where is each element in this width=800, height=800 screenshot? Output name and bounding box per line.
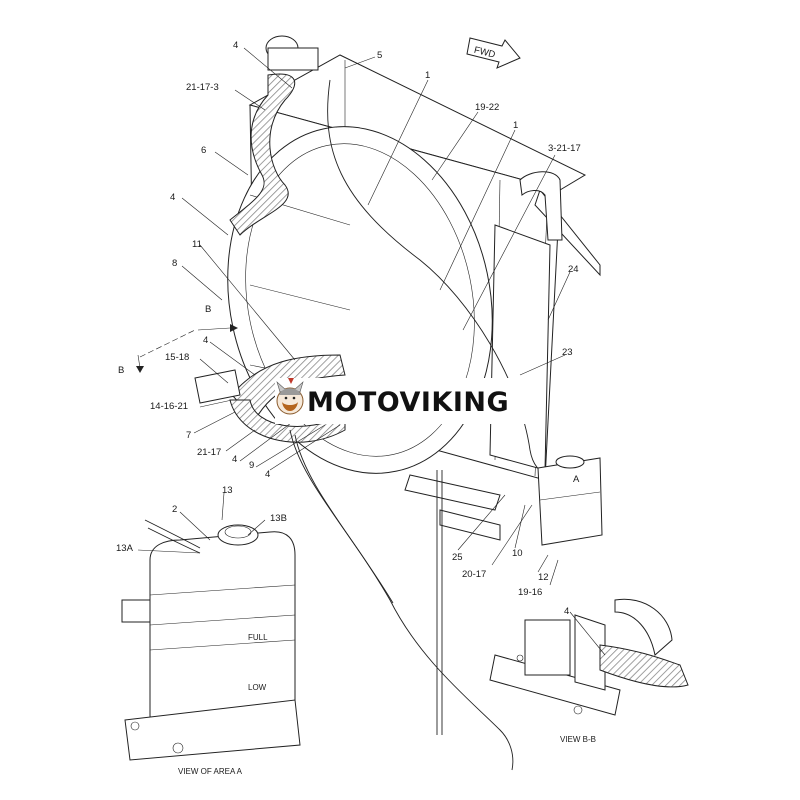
callout-label: 23: [562, 347, 573, 358]
tank-detail-view: FULL LOW: [121, 519, 301, 761]
callout-label: 12: [538, 572, 549, 583]
callout-label: 9: [249, 460, 254, 471]
overflow-lines: [289, 79, 571, 771]
callout-label: 19-22: [475, 102, 499, 113]
callout-label: 14-16-21: [150, 401, 188, 412]
callout-label: 1: [513, 120, 518, 131]
callout-label: 21-17-3: [186, 82, 219, 93]
leader-lines: [137, 47, 606, 656]
callout-label: 4: [170, 192, 175, 203]
callout-label: 7: [186, 430, 191, 441]
callout-label: 13A: [116, 543, 134, 554]
upper-hose: [229, 35, 319, 236]
callout-label: 25: [452, 552, 463, 563]
svg-text:FULL: FULL: [248, 633, 268, 642]
fwd-label: FWD: [473, 45, 497, 61]
watermark-text: MOTOVIKING: [307, 387, 509, 418]
section-b-left-label: B: [118, 365, 124, 376]
watermark: MOTOVIKING: [275, 378, 537, 424]
callout-label: 21-17: [197, 447, 221, 458]
view-b-b-detail: [489, 598, 689, 716]
callout-label: 19-16: [518, 587, 542, 598]
section-b-top-label: B: [205, 304, 211, 315]
callout-label: 15-18: [165, 352, 189, 363]
callout-label: 13: [222, 485, 233, 496]
svg-text:LOW: LOW: [248, 683, 267, 692]
callout-label: 10: [512, 548, 523, 559]
callout-label: 3-21-17: [548, 143, 581, 154]
callout-label: 6: [201, 145, 206, 156]
section-arrows-b: B B A: [118, 304, 580, 485]
viking-mascot-logo: [276, 378, 304, 415]
lower-hose: [194, 354, 346, 443]
forward-arrow: FWD: [466, 37, 521, 69]
coolant-tank-mounted: [537, 455, 603, 546]
callout-label: 2: [172, 504, 177, 515]
callout-label: 24: [568, 264, 579, 275]
view-b-b-caption: VIEW B-B: [560, 735, 596, 744]
callout-label: 4: [233, 40, 238, 51]
callout-label: 5: [377, 50, 382, 61]
callout-labels: 4 5 21-17-3 1 19-22 6 1 3-21-17 4 11 24 …: [116, 40, 581, 617]
outlet-elbow: [519, 171, 563, 241]
callout-label: 20-17: [462, 569, 486, 580]
callout-label: 4: [564, 606, 569, 617]
callout-label: 8: [172, 258, 177, 269]
section-a-label: A: [573, 474, 580, 485]
callout-label: 4: [232, 454, 237, 465]
view-area-a-caption: VIEW OF AREA A: [178, 767, 243, 776]
callout-label: 4: [265, 469, 270, 480]
callout-label: 13B: [270, 513, 287, 524]
callout-label: 1: [425, 70, 430, 81]
callout-label: 4: [203, 335, 208, 346]
callout-label: 11: [192, 239, 202, 250]
